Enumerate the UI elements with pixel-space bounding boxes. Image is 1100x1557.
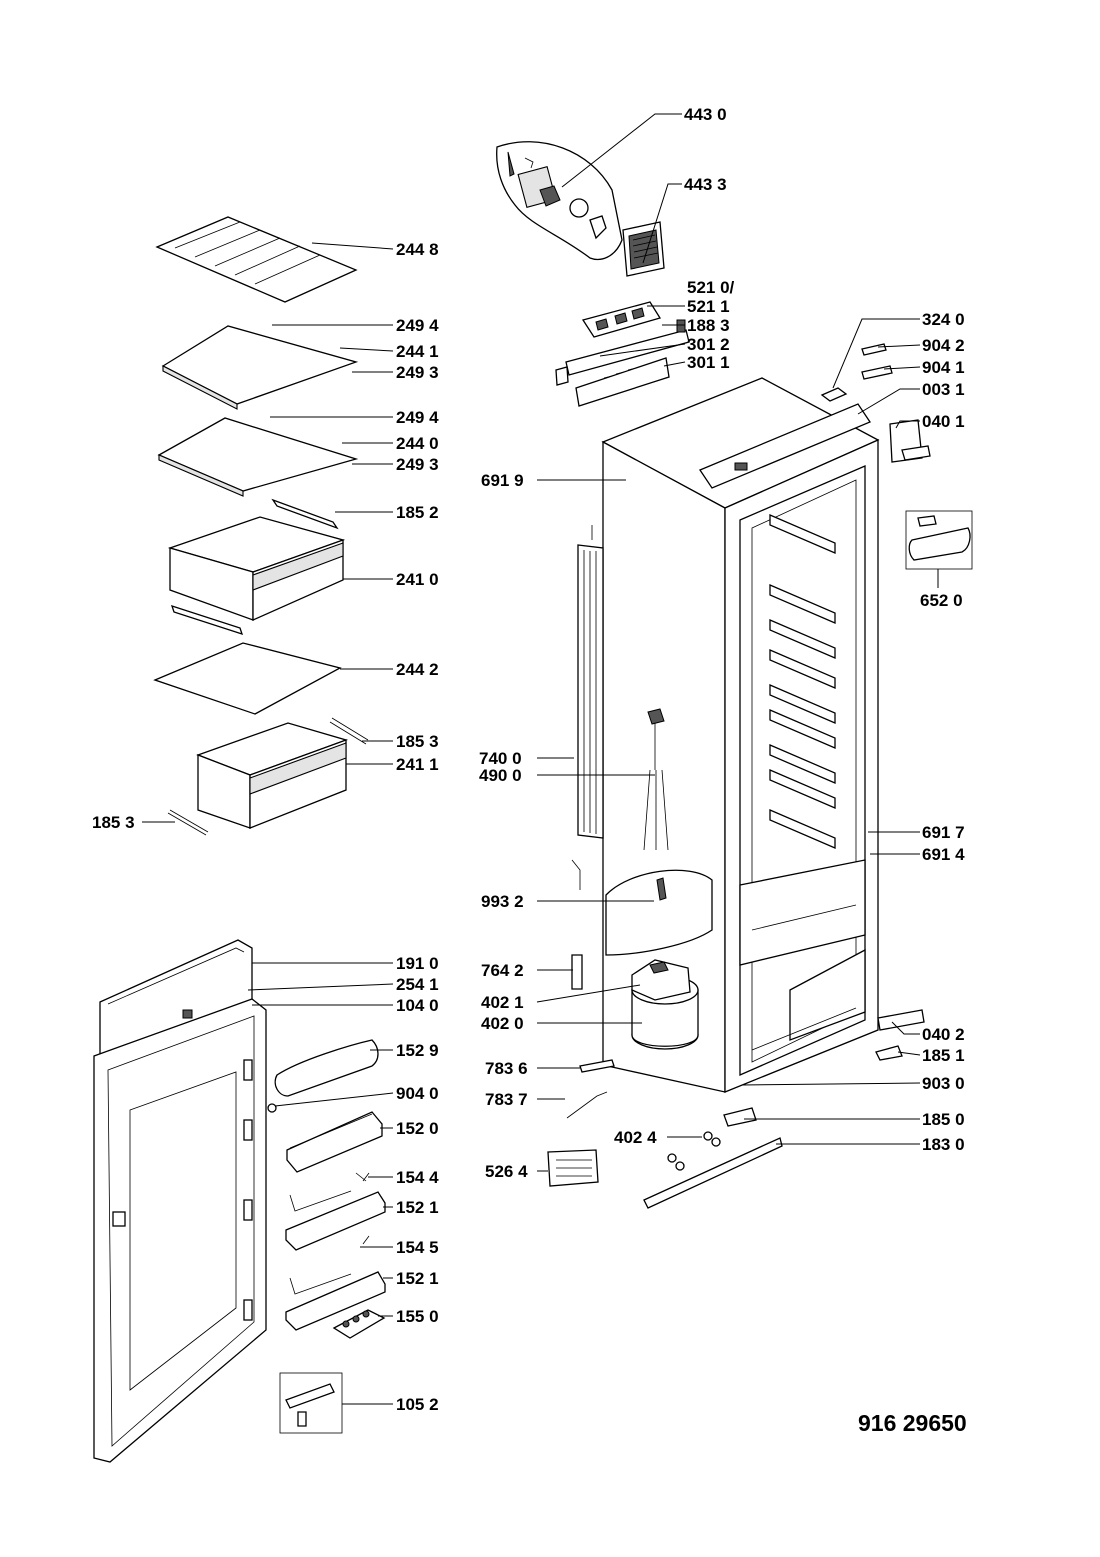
shelves-drawing: [153, 216, 369, 836]
part-label: 185 3: [396, 732, 439, 751]
part-label: 191 0: [396, 954, 439, 973]
part-label: 152 1: [396, 1269, 439, 1288]
part-label: 993 2: [481, 892, 524, 911]
part-label: 301 1: [687, 353, 730, 372]
part-label: 183 0: [922, 1135, 965, 1154]
part-label: 324 0: [922, 310, 965, 329]
door-bins-drawing: [267, 1039, 386, 1339]
part-label: 904 1: [922, 358, 965, 377]
part-label: 521 0/: [687, 278, 735, 297]
part-label: 402 4: [614, 1128, 657, 1147]
door-handle-kit-drawing: [905, 510, 973, 570]
part-label: 244 8: [396, 240, 439, 259]
part-label: 903 0: [922, 1074, 965, 1093]
leader-lines: [142, 113, 939, 1405]
bottom-small-parts: [547, 954, 925, 1209]
part-label: 249 4: [396, 316, 439, 335]
part-labels: 443 0 443 3 521 0/ 521 1 188 3 301 2 301…: [92, 105, 965, 1414]
part-label: 740 0: [479, 749, 522, 768]
condenser-drawing: [571, 525, 669, 890]
part-label: 185 3: [92, 813, 135, 832]
part-label: 691 4: [922, 845, 965, 864]
part-label: 105 2: [396, 1395, 439, 1414]
fan-assembly-drawing: [496, 141, 623, 261]
part-label: 249 3: [396, 363, 439, 382]
part-label: 152 0: [396, 1119, 439, 1138]
part-label: 003 1: [922, 380, 965, 399]
part-label: 249 3: [396, 455, 439, 474]
part-label: 783 6: [485, 1059, 528, 1078]
part-label: 154 4: [396, 1168, 439, 1187]
part-label: 691 7: [922, 823, 965, 842]
part-label: 301 2: [687, 335, 730, 354]
part-label: 154 5: [396, 1238, 439, 1257]
part-label: 691 9: [481, 471, 524, 490]
part-label: 040 1: [922, 412, 965, 431]
part-label: 254 1: [396, 975, 439, 994]
part-label: 244 0: [396, 434, 439, 453]
part-label: 526 4: [485, 1162, 528, 1181]
part-label: 783 7: [485, 1090, 528, 1109]
part-label: 104 0: [396, 996, 439, 1015]
part-label: 152 9: [396, 1041, 439, 1060]
part-label: 185 2: [396, 503, 439, 522]
part-label: 249 4: [396, 408, 439, 427]
compressor-drawing: [631, 959, 699, 1050]
door-fixing-kit-drawing: [279, 1372, 343, 1434]
part-label: 443 0: [684, 105, 727, 124]
part-label: 490 0: [479, 766, 522, 785]
part-label: 155 0: [396, 1307, 439, 1326]
document-number: 916 29650: [858, 1410, 967, 1436]
part-label: 904 0: [396, 1084, 439, 1103]
part-label: 241 0: [396, 570, 439, 589]
part-label: 185 0: [922, 1110, 965, 1129]
part-label: 040 2: [922, 1025, 965, 1044]
fan-grille-drawing: [622, 221, 665, 277]
part-label: 904 2: [922, 336, 965, 355]
part-label: 185 1: [922, 1046, 965, 1065]
part-label: 402 1: [481, 993, 524, 1012]
control-unit-drawing: [555, 301, 690, 407]
part-label: 652 0: [920, 591, 963, 610]
part-label: 241 1: [396, 755, 439, 774]
part-label: 402 0: [481, 1014, 524, 1033]
part-label: 152 1: [396, 1198, 439, 1217]
part-label: 244 2: [396, 660, 439, 679]
part-label: 244 1: [396, 342, 439, 361]
door-drawing: [93, 939, 267, 1463]
part-label: 188 3: [687, 316, 730, 335]
part-label: 443 3: [684, 175, 727, 194]
evaporator-cover-drawing: [605, 869, 713, 956]
part-label: 764 2: [481, 961, 524, 980]
part-label: 521 1: [687, 297, 730, 316]
